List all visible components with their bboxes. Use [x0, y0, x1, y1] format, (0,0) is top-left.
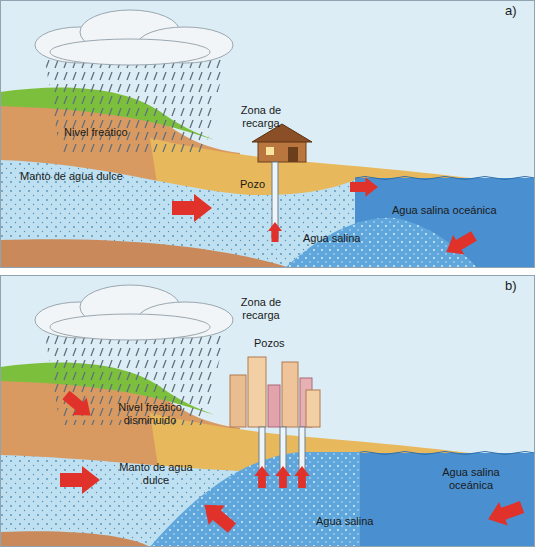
- panel-b: [0, 275, 535, 547]
- terrain-shape: [282, 362, 298, 427]
- terrain-shape: [1, 276, 535, 547]
- flow-arrow: [275, 466, 290, 488]
- terrain-shape: [1, 1, 535, 268]
- well-label: Pozo: [240, 178, 272, 191]
- terrain-shape: [306, 390, 320, 427]
- region-label: Manto de agua dulce: [118, 461, 194, 487]
- terrain-shape: [230, 375, 246, 427]
- terrain-shape: [355, 453, 535, 547]
- panel-letter: a): [505, 4, 529, 17]
- terrain-shape: [355, 177, 535, 180]
- terrain-shape: [35, 10, 233, 65]
- terrain-shape: [285, 218, 478, 268]
- terrain-shape: [288, 147, 298, 162]
- region-label: Zona de recarga: [228, 296, 294, 322]
- flow-arrow: [196, 495, 240, 537]
- flow-arrow: [350, 177, 378, 197]
- terrain-shape: [0, 239, 290, 268]
- terrain-shape: [0, 0, 535, 268]
- region-label: Zona de recarga: [228, 104, 294, 130]
- region-label: Nivel freático disminuido: [106, 401, 194, 427]
- flow-arrow: [59, 386, 98, 424]
- region-label: Agua salina: [303, 232, 383, 245]
- well-label: Pozos: [254, 337, 298, 350]
- terrain-shape: [248, 357, 266, 427]
- terrain-shape: [266, 147, 274, 155]
- terrain-shape: [258, 140, 306, 162]
- region-label: Manto de agua dulce: [20, 170, 160, 183]
- terrain-shape: [355, 452, 535, 455]
- terrain-shape: [285, 218, 478, 268]
- terrain-shape: [35, 285, 233, 340]
- flow-arrow: [268, 222, 282, 242]
- flow-arrow: [172, 194, 212, 222]
- terrain-shape: [0, 275, 535, 547]
- flow-arrow: [441, 226, 480, 261]
- flow-arrow: [60, 466, 100, 494]
- cloud-shape: [50, 314, 210, 340]
- flow-arrow: [294, 466, 309, 488]
- region-label: Nivel freático: [64, 126, 160, 139]
- terrain-shape: [0, 160, 355, 268]
- terrain-shape: [268, 385, 280, 427]
- region-label: Agua salina oceánica: [392, 204, 530, 217]
- panel-a: [0, 0, 535, 268]
- terrain-shape: [0, 531, 150, 547]
- flow-arrow: [484, 495, 526, 531]
- terrain-shape: [0, 160, 355, 268]
- flow-arrow: [254, 466, 269, 488]
- region-label: Agua salina oceánica: [428, 466, 514, 492]
- terrain-shape: [45, 60, 225, 152]
- region-label: Agua salina: [316, 515, 396, 528]
- cloud-shape: [50, 39, 210, 65]
- panel-letter: b): [505, 279, 529, 292]
